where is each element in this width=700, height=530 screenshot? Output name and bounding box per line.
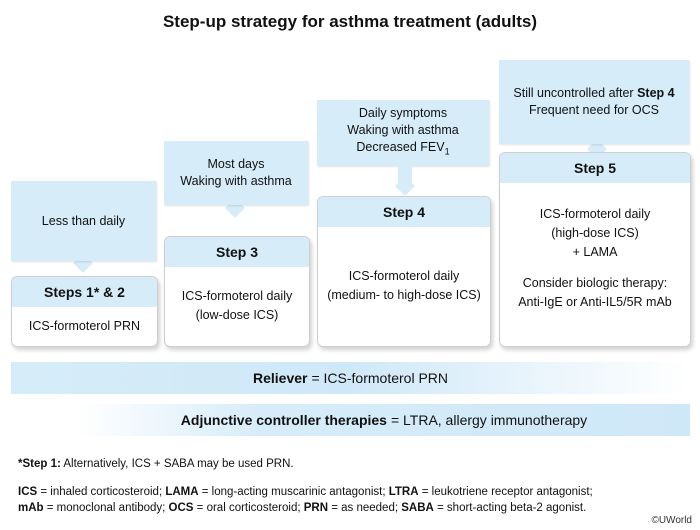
adjunctive-label: Adjunctive controller therapies <box>180 412 387 428</box>
step-5-box: Step 5 ICS-formoterol daily (high-dose I… <box>499 152 691 347</box>
reliever-label: Reliever <box>252 370 308 386</box>
symptom-bubble-4: Still uncontrolled after Step 4 Frequent… <box>499 60 689 144</box>
bubble-line: Still uncontrolled after Step 4 <box>513 86 675 100</box>
step-body: ICS-formoterol daily (low-dose ICS) <box>181 289 293 322</box>
step-title: Steps 1* & 2 <box>12 277 157 307</box>
step-1-2-box: Steps 1* & 2 ICS-formoterol PRN <box>11 276 158 347</box>
adjunctive-text: = LTRA, allergy immunotherapy <box>390 412 588 428</box>
step-title: Step 4 <box>318 197 490 227</box>
reliever-bar: Reliever = ICS-formoterol PRN <box>11 362 690 394</box>
bubble-line: Less than daily <box>41 213 126 228</box>
adjunctive-bar: Adjunctive controller therapies = LTRA, … <box>78 404 690 436</box>
step-3-box: Step 3 ICS-formoterol daily (low-dose IC… <box>164 236 310 347</box>
diagram-title: Step-up strategy for asthma treatment (a… <box>162 12 538 31</box>
step-body: ICS-formoterol daily (medium- to high-do… <box>327 269 481 302</box>
abbrev-line-1: ICS = inhaled corticosteroid; LAMA = lon… <box>18 486 593 498</box>
fev-subscript: 1 <box>444 146 450 157</box>
step-4-box: Step 4 ICS-formoterol daily (medium- to … <box>317 196 491 347</box>
symptom-bubble-3: Daily symptoms Waking with asthma Decrea… <box>317 100 489 166</box>
step-title: Step 3 <box>165 237 309 267</box>
reliever-text: = ICS-formoterol PRN <box>311 370 449 386</box>
step-title: Step 5 <box>500 153 690 183</box>
bubble-line: Waking with asthma <box>180 174 292 188</box>
symptom-bubble-1: Less than daily <box>11 181 156 261</box>
step-body: ICS-formoterol PRN <box>28 318 141 333</box>
step-body: ICS-formoterol daily (high-dose ICS) + L… <box>518 207 672 309</box>
abbrev-line-2: mAb = monoclonal antibody; OCS = oral co… <box>18 502 587 514</box>
copyright: ©UWorld <box>651 515 692 526</box>
fev-line: Decreased FEV1 <box>356 140 450 157</box>
abbreviations: ICS = inhaled corticosteroid; LAMA = lon… <box>18 484 688 516</box>
symptom-bubble-2: Most days Waking with asthma <box>164 141 308 205</box>
bubble-line: Frequent need for OCS <box>529 103 659 117</box>
bubble-pointer-connector <box>398 160 412 184</box>
bubble-line: Daily symptoms <box>358 106 448 121</box>
bubble-line: Most days <box>207 157 265 171</box>
step1-footnote: *Step 1: Alternatively, ICS + SABA may b… <box>18 458 294 470</box>
bubble-line: Waking with asthma <box>347 123 459 138</box>
